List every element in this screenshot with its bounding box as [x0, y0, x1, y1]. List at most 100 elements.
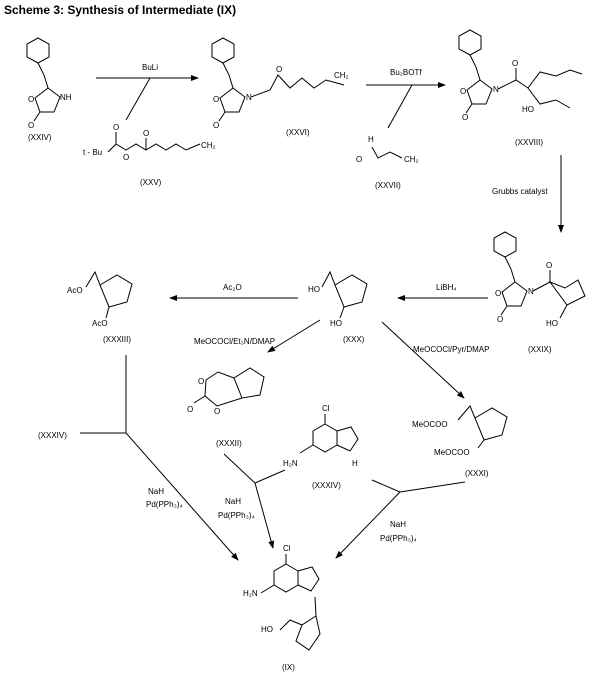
label-xxx: (XXX) [343, 335, 365, 344]
reagent-meococl-pyr: MeOCOCl/Pyr/DMAP [413, 345, 489, 354]
pyrimidine-ring [273, 563, 299, 593]
carbonyl-bond [33, 111, 41, 122]
atom-o: O [123, 153, 129, 162]
cyclopentene-ring [474, 407, 508, 441]
atom-ho: HO [330, 319, 342, 328]
oxazolidinone-ring [466, 79, 493, 105]
vinyl-chain [527, 87, 571, 109]
atom-ho: HO [522, 105, 534, 114]
reagent-buli: BuLi [142, 63, 158, 72]
structure-xxvi: N O O O CH₂ [211, 37, 349, 130]
hydroxymethyl-chain [279, 619, 303, 631]
structure-xxix: N O O O HO [493, 231, 586, 328]
atom-ch2: CH₂ [334, 71, 349, 80]
branch-purine-right [371, 479, 401, 493]
atom-h2n: H₂N [283, 459, 298, 468]
acetoxy-bond [105, 306, 110, 319]
reagent-nah-2: NaH [225, 497, 241, 506]
cyclopentene-ring [548, 279, 586, 306]
structure-xxxiv: Cl H₂N H [283, 404, 359, 468]
label-xxiv: (XXIV) [28, 133, 52, 142]
atom-aco: AcO [67, 286, 83, 295]
atom-o: O [214, 407, 220, 416]
acyl-bond [532, 281, 551, 292]
atom-h2n: H₂N [243, 589, 258, 598]
benzene-ring [211, 37, 235, 64]
atom-ho: HO [546, 319, 558, 328]
atom-ch2: CH₂ [404, 155, 419, 164]
oxazolidinone-ring [501, 281, 528, 307]
atom-o: O [460, 87, 466, 96]
carbonate-carbonyl [193, 395, 206, 404]
scheme-title: Scheme 3: Synthesis of Intermediate (IX) [4, 3, 236, 17]
structure-xxxi: MeOCOO MeOCOO [412, 405, 508, 457]
cyclopentene-ring [334, 274, 368, 308]
label-xxxiii: (XXXIII) [103, 335, 131, 344]
carbonate-bond [477, 439, 485, 449]
atom-o: O [276, 65, 282, 74]
atom-nh: NH [60, 93, 72, 102]
structure-xxxiii: AcO AcO [67, 270, 133, 328]
benzyl-chain [504, 256, 516, 283]
anhydride-chain [107, 143, 201, 153]
atom-n: N [246, 93, 252, 102]
atom-ho: HO [308, 285, 320, 294]
label-xxxiv-a: (XXXIV) [38, 431, 67, 440]
hydroxyl-bond [559, 304, 568, 319]
atom-o: O [462, 113, 468, 122]
atom-o: O [213, 95, 219, 104]
atom-o: O [198, 377, 204, 386]
atom-o: O [356, 155, 362, 164]
atom-h: H [352, 459, 358, 468]
arrow-xxxiii-ix [125, 432, 239, 561]
atom-o: O [497, 315, 503, 324]
carbonyl-bond [465, 103, 473, 114]
pentenoyl-chain [250, 74, 345, 98]
cyclopentene-ring [233, 367, 265, 399]
reagent-grubbs: Grubbs catalyst [492, 187, 548, 196]
benzyl-chain [37, 62, 49, 89]
imidazole-ring [336, 426, 359, 452]
oxazolidinone-ring [34, 87, 61, 113]
imidazole-ring [297, 566, 320, 592]
benzyl-chain [222, 62, 234, 89]
label-xxvii: (XXVII) [375, 181, 401, 190]
carbonyl-bond [218, 111, 226, 122]
allyl-chain [527, 69, 583, 89]
benzyl-chain [469, 54, 481, 81]
atom-o: O [143, 129, 149, 138]
branch-purine-mid [254, 469, 286, 484]
benzene-ring [26, 37, 50, 64]
atom-n: N [493, 85, 499, 94]
structure-xxx: HO HO [308, 270, 368, 328]
structure-xxvii: H O CH₂ [356, 135, 419, 164]
reagent-libh4: LiBH₄ [436, 283, 457, 292]
reagent-ac2o: Ac₂O [223, 283, 242, 292]
reagent-pd-2: Pd(PPh₃)₄ [218, 511, 255, 520]
structure-xxv: t - Bu O O O CH₂ [83, 123, 216, 162]
arrow-xxxii-ix [254, 482, 275, 549]
structure-xxviii: N O O O HO [458, 29, 583, 122]
label-xxxii: (XXXII) [216, 439, 242, 448]
oxazolidinone-ring [219, 87, 246, 113]
label-xxix: (XXIX) [528, 345, 552, 354]
reagent-pd-3: Pd(PPh₃)₄ [380, 534, 417, 543]
atom-o: O [113, 123, 119, 132]
cyclopentene-ring [295, 615, 321, 651]
label-xxxiv-b: (XXXIV) [312, 481, 341, 490]
atom-h: H [368, 135, 374, 144]
structure-xxxii: O O O [187, 367, 265, 416]
carbonate-ring [204, 371, 243, 407]
atom-o: O [495, 289, 501, 298]
label-xxviii: (XXVIII) [515, 138, 543, 147]
atom-o: O [213, 121, 219, 130]
atom-o: O [512, 59, 518, 68]
atom-o: O [546, 261, 552, 270]
atom-meocoo: MeOCOO [412, 420, 448, 429]
atom-n: N [528, 287, 534, 296]
acetoxymethyl-chain [85, 270, 101, 288]
atom-meocoo: MeOCOO [434, 448, 470, 457]
arrow-xxx-xxxi [381, 321, 465, 399]
amino-bond [260, 584, 275, 594]
